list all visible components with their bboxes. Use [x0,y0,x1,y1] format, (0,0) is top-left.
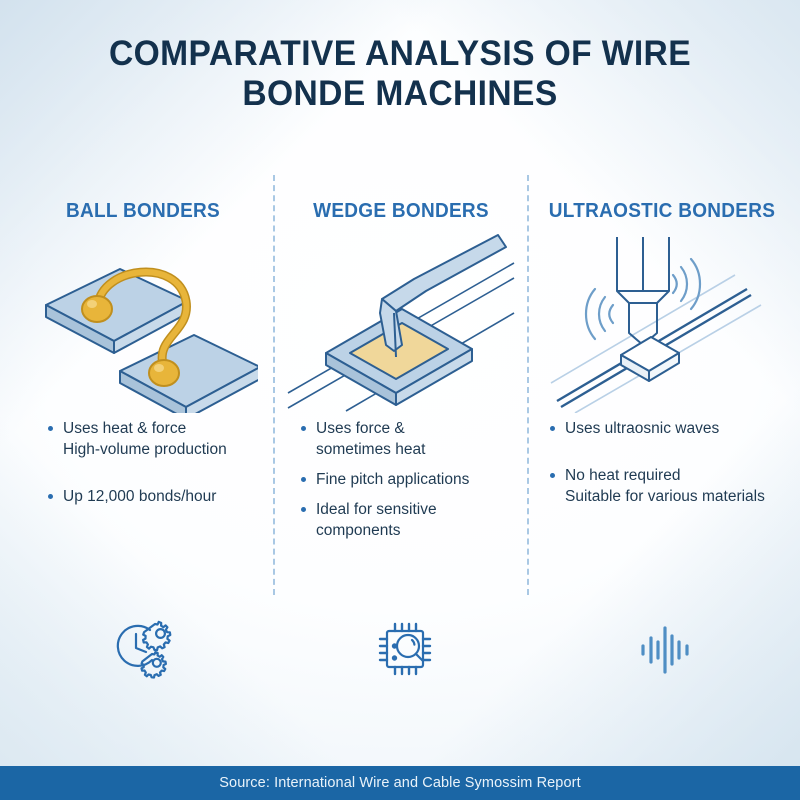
summary-icons [0,618,800,708]
icon-slot-ultraostic-bonders [605,618,725,680]
column-heading-wedge-bonders: WEDGE BONDERS [313,200,489,222]
gold-ball-left-highlight [87,300,97,308]
bullet-item: Uses ultraosnic waves [548,418,790,439]
gold-ball-left [81,295,113,323]
wedge-tool [379,234,507,358]
bullet-subtext: High-volume production [63,441,227,458]
bullet-text: Uses heat & force [63,420,187,437]
bullet-text: Fine pitch applications [316,471,470,488]
bullet-subtext: sometimes heat [316,441,426,458]
wedge-bonder-svg [287,234,515,412]
bullet-text: Uses ultraosnic waves [565,420,720,437]
clock-gears-icon [116,620,172,679]
bullet-list-ultraostic-bonders: Uses ultraosnic waves No heat required S… [548,418,790,507]
page-title: COMPARATIVE ANALYSIS OF WIRE BONDE MACHI… [0,34,800,114]
column-heading-ultraostic-bonders: ULTRAOSTIC BONDERS [548,200,776,222]
gold-ball-right-highlight [154,364,164,372]
bullet-item: Up 12,000 bonds/hour [46,486,268,507]
gold-wire [95,269,190,368]
icon-slot-wedge-bonders [345,618,465,680]
gold-ball-right [148,359,180,387]
ultrasonic-bonder-illustration [534,233,790,418]
ball-bonder-illustration [18,233,268,418]
bullet-text: Up 12,000 bonds/hour [63,488,217,505]
ball-bonder-svg [45,267,258,413]
column-divider-2 [527,175,529,595]
title-line-2: BONDE MACHINES [242,74,558,113]
bullet-subtext: Suitable for various materials [565,488,765,505]
bullet-subtext: components [316,522,401,539]
footer-source-text: Source: International Wire and Cable Sym… [219,775,581,791]
bullet-text: No heat required [565,467,681,484]
bullet-text: Ideal for sensitive [316,501,437,518]
bonded-block [620,336,680,382]
title-line-1: COMPARATIVE ANALYSIS OF WIRE [109,34,691,73]
wedge-bonder-illustration [281,233,521,418]
column-divider-1 [273,175,275,595]
wave-arcs-left [584,287,615,341]
icon-slot-ball-bonders [83,618,203,680]
column-ball-bonders: BALL BONDERS [18,176,268,606]
ultrasonic-bonder-svg [550,237,762,413]
footer-source-bar: Source: International Wire and Cable Sym… [0,766,800,800]
comparison-columns: BALL BONDERS [0,176,800,606]
column-wedge-bonders: WEDGE BONDERS [281,176,521,606]
bond-pad-right [119,334,258,413]
chip-magnifier-icon [378,622,432,676]
bullet-item: Fine pitch applications [299,469,521,490]
bullet-text: Uses force & [316,420,405,437]
bullet-item: Ideal for sensitive components [299,499,521,541]
column-ultraostic-bonders: ULTRAOSTIC BONDERS [534,176,790,606]
bullet-item: Uses force & sometimes heat [299,418,521,460]
sound-wave-icon [641,626,689,674]
wave-arcs-right [671,257,702,311]
bullet-list-wedge-bonders: Uses force & sometimes heat Fine pitch a… [299,418,521,541]
bullet-item: No heat required Suitable for various ma… [548,465,790,507]
bullet-item: Uses heat & force High-volume production [46,418,268,460]
column-heading-ball-bonders: BALL BONDERS [65,200,221,222]
bullet-list-ball-bonders: Uses heat & force High-volume production… [46,418,268,507]
